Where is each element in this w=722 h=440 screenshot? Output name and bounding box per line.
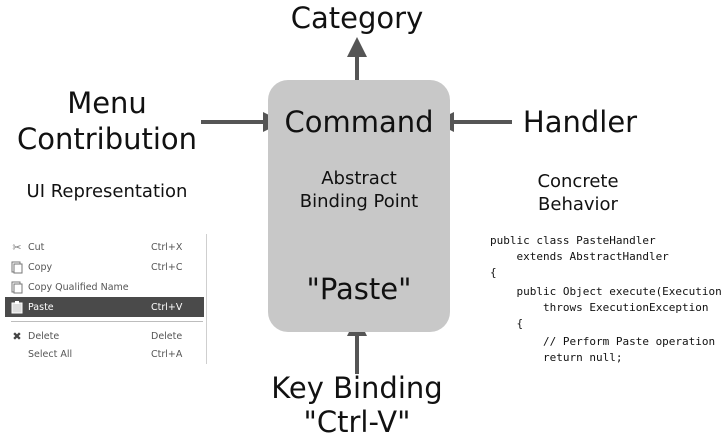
menu-item-shortcut: Ctrl+C	[151, 261, 183, 273]
menu-item-label: Copy	[28, 261, 53, 273]
menu-separator	[11, 321, 203, 322]
copy-qualified-icon	[10, 280, 24, 294]
menu-item-label: Paste	[28, 301, 54, 313]
menu-item-copy[interactable]: Copy Ctrl+C	[5, 257, 204, 277]
code-line: extends AbstractHandler	[490, 250, 669, 263]
menu-item-label: Copy Qualified Name	[28, 281, 129, 293]
menu-item-shortcut: Ctrl+A	[151, 348, 183, 360]
menu-item-shortcut: Delete	[151, 330, 183, 342]
code-line: {	[490, 266, 497, 279]
concrete-behavior-label: Concrete Behavior	[537, 171, 619, 215]
menu-item-label: Cut	[28, 241, 45, 253]
context-menu-snapshot: ✂ Cut Ctrl+X Copy Ctrl+C Copy Qualified …	[5, 234, 207, 364]
paste-command-label: "Paste"	[306, 272, 412, 306]
code-line: return null;	[490, 351, 623, 364]
delete-x-icon: ✖	[12, 329, 22, 343]
menu-item-copy-qualified-name[interactable]: Copy Qualified Name	[5, 277, 204, 297]
category-label: Category	[290, 1, 424, 35]
code-line: throws ExecutionException	[490, 301, 709, 314]
menu-contribution-label: Menu Contribution	[16, 86, 198, 156]
code-line: public Object execute(ExecutionEvent eve…	[516, 285, 722, 298]
menu-item-paste[interactable]: Paste Ctrl+V	[5, 297, 204, 317]
menu-item-shortcut: Ctrl+V	[151, 301, 183, 313]
code-snippet: public class PasteHandler extends Abstra…	[490, 231, 722, 371]
key-binding-label: Key Binding	[271, 371, 443, 405]
code-line: {	[490, 317, 524, 330]
menu-item-cut[interactable]: ✂ Cut Ctrl+X	[5, 237, 204, 257]
key-binding-value: "Ctrl-V"	[303, 405, 411, 439]
command-box	[268, 80, 450, 332]
code-line: // Perform Paste operation	[490, 335, 716, 348]
ui-representation-label: UI Representation	[26, 181, 188, 202]
menu-item-delete[interactable]: ✖ Delete Delete	[5, 326, 204, 346]
handler-label: Handler	[522, 105, 638, 139]
abstract-binding-point-label: Abstract Binding Point	[299, 168, 419, 212]
code-line: public class PasteHandler	[490, 234, 656, 247]
scissors-icon: ✂	[12, 240, 22, 254]
menu-item-select-all[interactable]: Select All Ctrl+A	[5, 344, 204, 364]
menu-item-label: Delete	[28, 330, 60, 342]
command-label: Command	[284, 105, 434, 139]
clipboard-icon	[10, 300, 24, 314]
copy-icon	[10, 260, 24, 274]
menu-item-shortcut: Ctrl+X	[151, 241, 183, 253]
menu-item-label: Select All	[28, 348, 73, 360]
